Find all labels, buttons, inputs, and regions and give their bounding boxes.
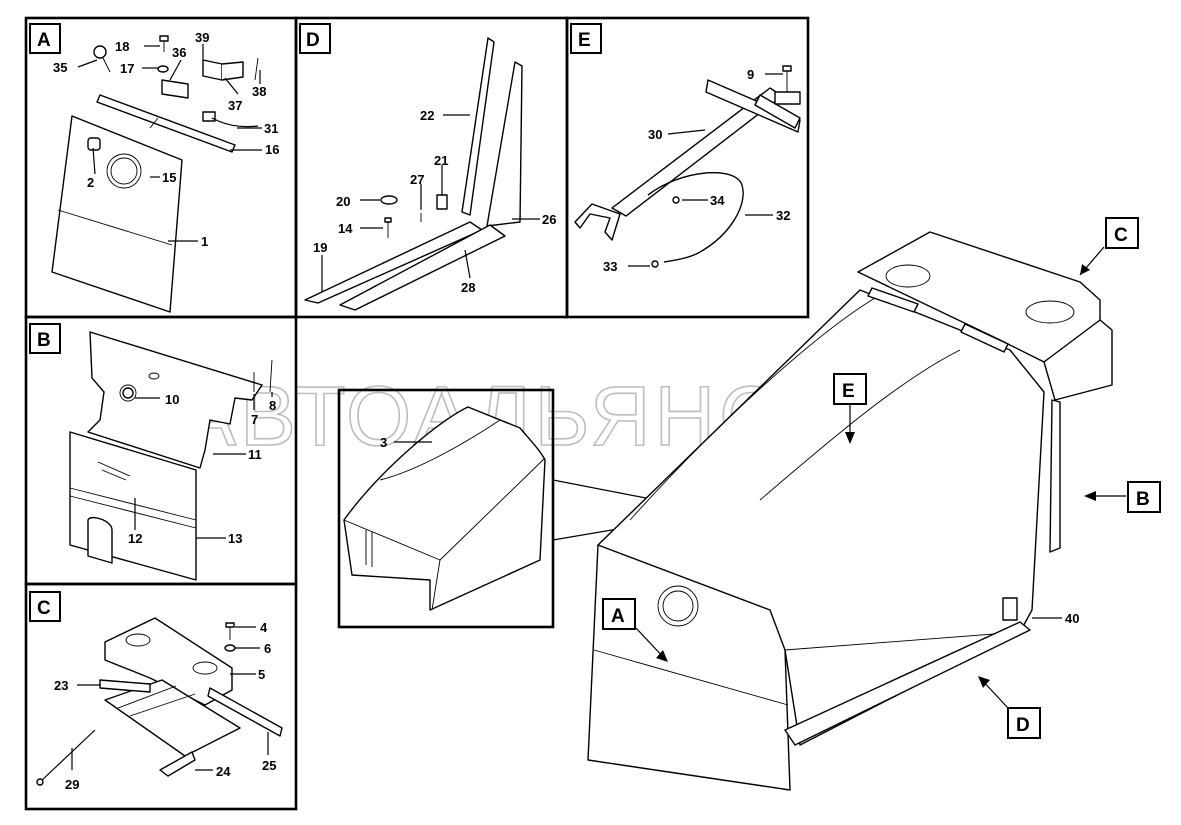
svg-text:E: E [578, 30, 591, 51]
label-31: 31 [264, 121, 278, 136]
label-33: 33 [603, 259, 617, 274]
main-callout-d: D [978, 676, 1041, 739]
label-25: 25 [262, 758, 276, 773]
label-17: 17 [120, 61, 134, 76]
panel-e-letter: E [570, 23, 602, 54]
svg-text:A: A [37, 30, 51, 51]
label-20: 20 [336, 194, 350, 209]
panel-e-parts [574, 65, 801, 268]
svg-text:B: B [1136, 489, 1150, 510]
label-6: 6 [264, 641, 271, 656]
label-12: 12 [128, 531, 142, 546]
label-32: 32 [776, 208, 790, 223]
label-1: 1 [201, 234, 208, 249]
svg-text:D: D [306, 30, 320, 51]
label-35: 35 [53, 60, 67, 75]
panel-3-inset-frame [337, 388, 555, 629]
panel-a-parts [51, 35, 259, 313]
label-38: 38 [252, 84, 266, 99]
svg-text:C: C [37, 598, 51, 619]
label-22: 22 [420, 108, 434, 123]
label-5: 5 [258, 667, 265, 682]
label-39: 39 [195, 30, 209, 45]
main-callout-e: E [833, 373, 867, 444]
panel-b-parts [69, 331, 273, 581]
panel-d-leaders [321, 114, 540, 292]
label-4: 4 [260, 620, 268, 635]
label-29: 29 [65, 777, 79, 792]
label-23: 23 [54, 678, 68, 693]
panel-e-leaders [628, 73, 783, 267]
label-10: 10 [165, 392, 179, 407]
svg-text:E: E [842, 381, 855, 402]
svg-text:A: A [611, 606, 625, 627]
label-27: 27 [410, 172, 424, 187]
label-19: 19 [313, 240, 327, 255]
label-16: 16 [265, 142, 279, 157]
panel-a-leaders [77, 44, 262, 242]
label-28: 28 [461, 280, 475, 295]
svg-text:B: B [37, 330, 51, 351]
label-18: 18 [115, 39, 129, 54]
label-14: 14 [338, 221, 353, 236]
panel-c-parts [36, 617, 283, 786]
panel-c-letter: C [29, 591, 61, 622]
main-cab-assembly [587, 231, 1113, 791]
label-37: 37 [228, 98, 242, 113]
inset-hood-part [343, 406, 546, 611]
label-7: 7 [251, 412, 258, 427]
panel-c-frame [24, 582, 298, 811]
label-11: 11 [248, 447, 262, 462]
panel-a-letter: A [29, 23, 61, 54]
label-3: 3 [380, 435, 387, 450]
panel-b-letter: B [29, 323, 61, 354]
svg-text:D: D [1016, 715, 1030, 736]
label-40: 40 [1065, 611, 1079, 626]
label-34: 34 [710, 193, 725, 208]
panel-c-leaders [71, 626, 269, 771]
main-callout-a: A [602, 598, 668, 662]
panel-d-letter: D [299, 23, 331, 54]
svg-text:C: C [1114, 225, 1128, 246]
label-8: 8 [269, 398, 276, 413]
label-21: 21 [434, 153, 448, 168]
label-36: 36 [172, 45, 186, 60]
label-24: 24 [216, 764, 231, 779]
label-26: 26 [542, 212, 556, 227]
label-9: 9 [747, 67, 754, 82]
label-2: 2 [87, 175, 94, 190]
label-13: 13 [228, 531, 242, 546]
label-30: 30 [648, 127, 662, 142]
panel-b-leaders [134, 392, 273, 539]
main-callout-b: B [1084, 481, 1161, 513]
panel-d-parts [304, 37, 523, 311]
label-15: 15 [162, 170, 176, 185]
panel-e-frame [565, 16, 810, 319]
main-callout-c: C [1079, 217, 1139, 276]
